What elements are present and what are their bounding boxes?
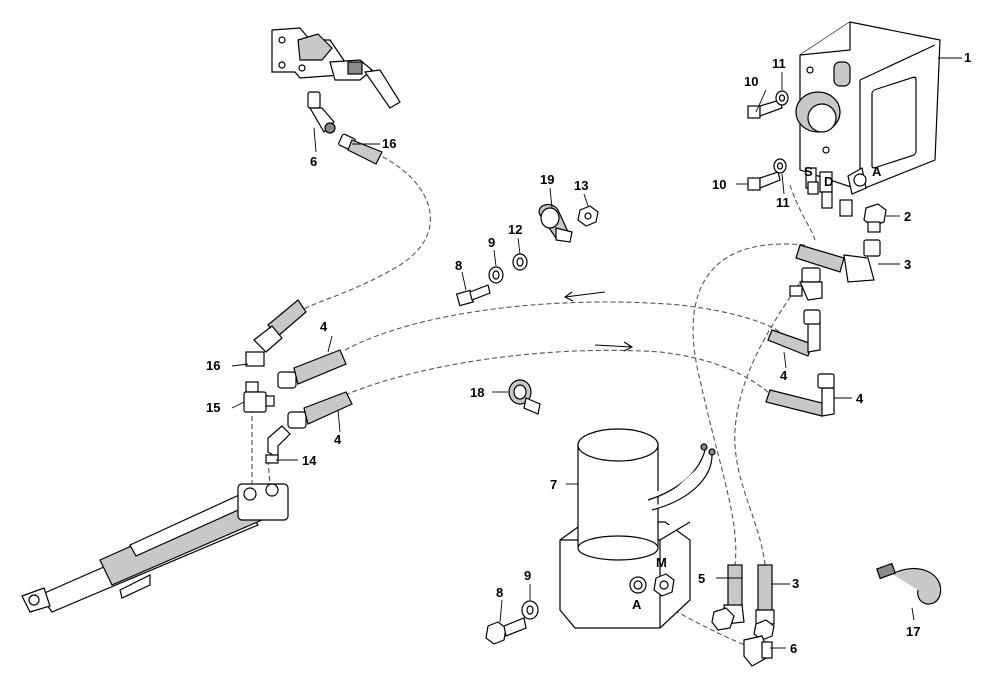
callout-14: 14 xyxy=(302,453,317,468)
callout-8-lower: 8 xyxy=(496,585,503,600)
hose-4-lower-left xyxy=(287,391,353,429)
hose-4-upper-left xyxy=(277,349,347,389)
callout-4-left-lower: 4 xyxy=(334,432,342,447)
hose-route-lower-feed xyxy=(344,349,776,399)
hose-3-lower xyxy=(753,564,775,641)
elbow-fitting-top xyxy=(307,91,336,134)
callout-6-lower: 6 xyxy=(790,641,797,656)
callout-10-upper: 10 xyxy=(744,74,758,89)
callout-3-lower: 3 xyxy=(792,576,799,591)
fitting-a-port xyxy=(839,199,853,217)
port-label-d: D xyxy=(824,174,833,189)
elbow-fitting-6-lower xyxy=(743,635,773,667)
callout-11-upper: 11 xyxy=(772,56,786,71)
callout-15: 15 xyxy=(206,400,220,415)
callout-6-top: 6 xyxy=(310,154,317,169)
hose-route-pump-a xyxy=(639,589,746,646)
steering-cylinder xyxy=(21,483,289,613)
fitting-s-port xyxy=(807,181,819,195)
hose-4-elbow-right-upper xyxy=(767,309,821,357)
port-label-s: S xyxy=(804,164,813,179)
port-label-m-pump: M xyxy=(656,555,667,570)
callout-11-lower: 11 xyxy=(776,195,790,210)
nut-13 xyxy=(577,205,599,227)
callout-4-left-upper: 4 xyxy=(320,319,328,334)
callout-7: 7 xyxy=(550,477,557,492)
callout-9-lower: 9 xyxy=(524,568,531,583)
cable-tie-17 xyxy=(876,562,942,605)
port-label-a-pump: A xyxy=(632,597,642,612)
hose-routes xyxy=(251,149,816,646)
flow-arrows xyxy=(563,291,634,352)
tee-fitting-right xyxy=(789,267,823,301)
adapter-2 xyxy=(863,203,887,233)
callout-4-right-lower: 4 xyxy=(856,391,864,406)
return-flow-arrow xyxy=(563,291,606,302)
feed-flow-arrow xyxy=(594,341,634,352)
port-labels: S D A A M xyxy=(632,164,882,612)
callout-8-center: 8 xyxy=(455,258,462,273)
callout-9-center: 9 xyxy=(488,235,495,250)
clamp-18 xyxy=(508,379,541,415)
callout-13: 13 xyxy=(574,178,588,193)
hose-4-elbow-right-lower xyxy=(765,373,835,417)
hose-3-elbow xyxy=(795,239,881,283)
hose-route-upper-return xyxy=(344,301,781,351)
hose-route-s-loop xyxy=(692,243,806,566)
port-label-a-valve: A xyxy=(872,164,882,179)
callout-4-right-upper: 4 xyxy=(780,368,788,383)
callout-10-lower: 10 xyxy=(712,177,726,192)
callout-3-upper: 3 xyxy=(904,257,911,272)
bolt-8-center xyxy=(455,284,491,307)
hose-route-valve-16 xyxy=(301,149,431,311)
callout-2: 2 xyxy=(904,209,911,224)
bolt-10-lower xyxy=(747,171,781,191)
clamp-19 xyxy=(538,203,573,243)
callout-18: 18 xyxy=(470,385,484,400)
callout-5: 5 xyxy=(698,571,705,586)
hose-end-top xyxy=(338,133,383,165)
callout-1: 1 xyxy=(964,50,971,65)
washer-11-lower xyxy=(773,158,787,174)
valve-block-1 xyxy=(795,21,941,195)
washer-11-upper xyxy=(775,90,789,106)
leader-lines xyxy=(231,57,962,649)
bolt-8-lower xyxy=(485,617,527,645)
hose-16-left xyxy=(245,299,307,367)
callout-16-top: 16 xyxy=(382,136,396,151)
valve-lever-assembly xyxy=(271,27,401,109)
washer-12 xyxy=(512,253,528,271)
callout-labels: 1 2 3 3 4 4 4 4 5 6 6 7 8 8 9 9 10 10 11… xyxy=(206,50,971,656)
callout-17: 17 xyxy=(906,624,920,639)
callout-16-left: 16 xyxy=(206,358,220,373)
hose-route-3-loop xyxy=(734,184,816,566)
hose-route-cylinder-15 xyxy=(251,408,271,486)
callout-12: 12 xyxy=(508,222,522,237)
tee-fitting-15 xyxy=(243,381,275,413)
washer-9-center xyxy=(488,266,504,284)
washer-9-lower xyxy=(521,600,539,620)
fitting-d-port xyxy=(821,191,833,209)
hose-5 xyxy=(711,564,745,631)
callout-19: 19 xyxy=(540,172,554,187)
elbow-fitting-14 xyxy=(265,425,291,464)
pump-motor-7 xyxy=(559,428,716,629)
